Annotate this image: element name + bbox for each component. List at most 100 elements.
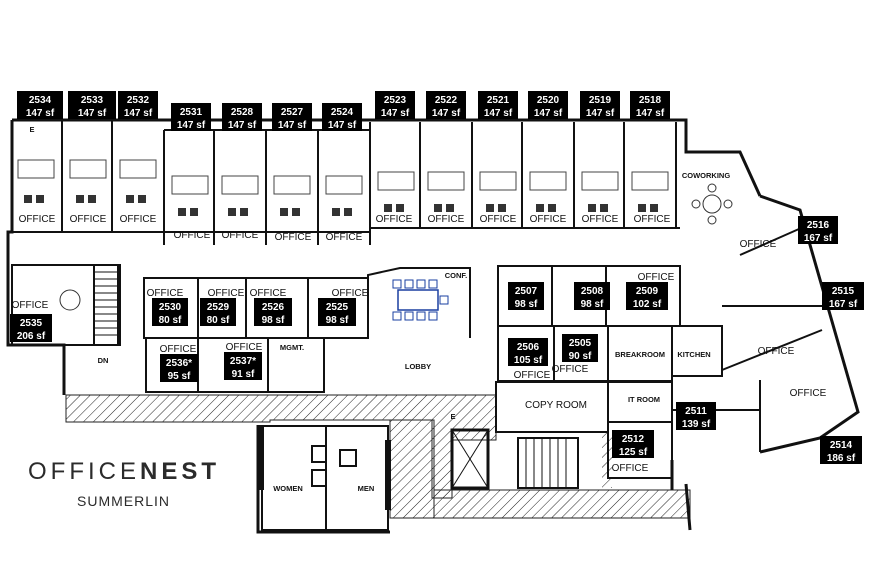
office-label: OFFICE [582,214,619,225]
office-label: OFFICE [19,214,56,225]
unit-number: 2507 [515,286,538,297]
unit-number: 2518 [639,95,662,106]
unit-number: 2514 [830,440,853,451]
unit-area: 91 sf [232,369,255,380]
unit-number: 2526 [262,302,285,313]
mgmt-label: MGMT. [280,343,304,352]
office-label: OFFICE [428,214,465,225]
unit-number: 2523 [384,95,407,106]
unit-area: 98 sf [581,299,604,310]
office-label: OFFICE [376,214,413,225]
office-label: OFFICE [634,214,671,225]
men-label: MEN [358,484,375,493]
unit-number: 2533 [81,95,104,106]
brand-part1: OFFICE [28,458,140,485]
unit-number: 2521 [487,95,510,106]
unit-number: 2516 [807,220,830,231]
brand-location: SUMMERLIN [77,493,171,509]
unit-number: 2505 [569,338,592,349]
unit-area: 186 sf [827,453,856,464]
unit-area: 147 sf [328,120,357,131]
restroom-walls [261,425,389,531]
office-label: OFFICE [120,214,157,225]
unit-number: 2519 [589,95,612,106]
brand-logo: OFFICENEST [28,458,220,486]
unit-number: 2536* [166,358,192,369]
restroom-wall-solid [258,425,264,490]
unit-area: 80 sf [207,315,230,326]
unit-number: 2532 [127,95,150,106]
it-room-label: IT ROOM [628,395,660,404]
office-label: OFFICE [332,288,369,299]
unit-area: 147 sf [26,108,55,119]
unit-area: 147 sf [278,120,307,131]
elevator-stair [450,428,579,490]
unit-area: 147 sf [586,108,615,119]
unit-area: 125 sf [619,447,648,458]
unit-tag-boxes [10,91,864,464]
unit-number: 2525 [326,302,349,313]
office-label: OFFICE [250,288,287,299]
unit-area: 90 sf [569,351,592,362]
office-label: OFFICE [758,346,795,357]
unit-number: 2535 [20,318,43,329]
brand-part2: NEST [140,458,221,485]
unit-area: 98 sf [326,315,349,326]
coworking-label: COWORKING [682,171,730,180]
office-label: OFFICE [326,232,363,243]
unit-area: 147 sf [432,108,461,119]
conference-label: CONF. [445,271,468,280]
unit-number: 2508 [581,286,604,297]
breakroom-label: BREAKROOM [615,350,665,359]
copy-room-label: COPY ROOM [525,400,587,411]
unit-number: 2509 [636,286,659,297]
unit-area: 147 sf [484,108,513,119]
office-label: OFFICE [160,344,197,355]
unit-number: 2511 [685,406,707,417]
office-label: OFFICE [70,214,107,225]
top-office-furniture [17,159,669,195]
unit-number: 2529 [207,302,230,313]
unit-number: 2534 [29,95,52,106]
room-labels: OFFICE OFFICE OFFICE OFFICE OFFICE OFFIC… [12,125,827,493]
unit-area: 147 sf [78,108,107,119]
unit-area: 167 sf [804,233,833,244]
unit-area: 147 sf [381,108,410,119]
elevator-label: E [450,412,455,421]
unit-area: 167 sf [829,299,858,310]
office-label: OFFICE [612,463,649,474]
office-2535-table [59,289,81,311]
unit-area: 147 sf [228,120,257,131]
kitchen-label: KITCHEN [677,350,710,359]
unit-number: 2522 [435,95,458,106]
lobby-label: LOBBY [405,362,431,371]
unit-area: 147 sf [636,108,665,119]
office-label: OFFICE [275,232,312,243]
unit-number: 2512 [622,434,645,445]
office-label: OFFICE [552,364,589,375]
conference-table [392,279,449,321]
office-label: OFFICE [226,342,263,353]
unit-number: 2537* [230,356,256,367]
office-label: OFFICE [530,214,567,225]
unit-area: 147 sf [124,108,153,119]
unit-area: 147 sf [534,108,563,119]
top-office-chairs [24,195,658,216]
unit-area: 102 sf [633,299,662,310]
unit-area: 98 sf [515,299,538,310]
office-label: OFFICE [790,388,827,399]
office-label: OFFICE [638,272,675,283]
unit-area: 206 sf [17,331,46,342]
unit-number: 2506 [517,342,540,353]
elevator-label: E [29,125,34,134]
office-label: OFFICE [12,300,49,311]
unit-number: 2530 [159,302,182,313]
top-office-walls [12,120,680,245]
office-label: OFFICE [208,288,245,299]
women-label: WOMEN [273,484,303,493]
unit-labels: 2534 147 sf 2533 147 sf 2532 147 sf 2531… [17,95,858,464]
unit-area: 95 sf [168,371,191,382]
stair-left [93,264,119,346]
unit-area: 105 sf [514,355,543,366]
